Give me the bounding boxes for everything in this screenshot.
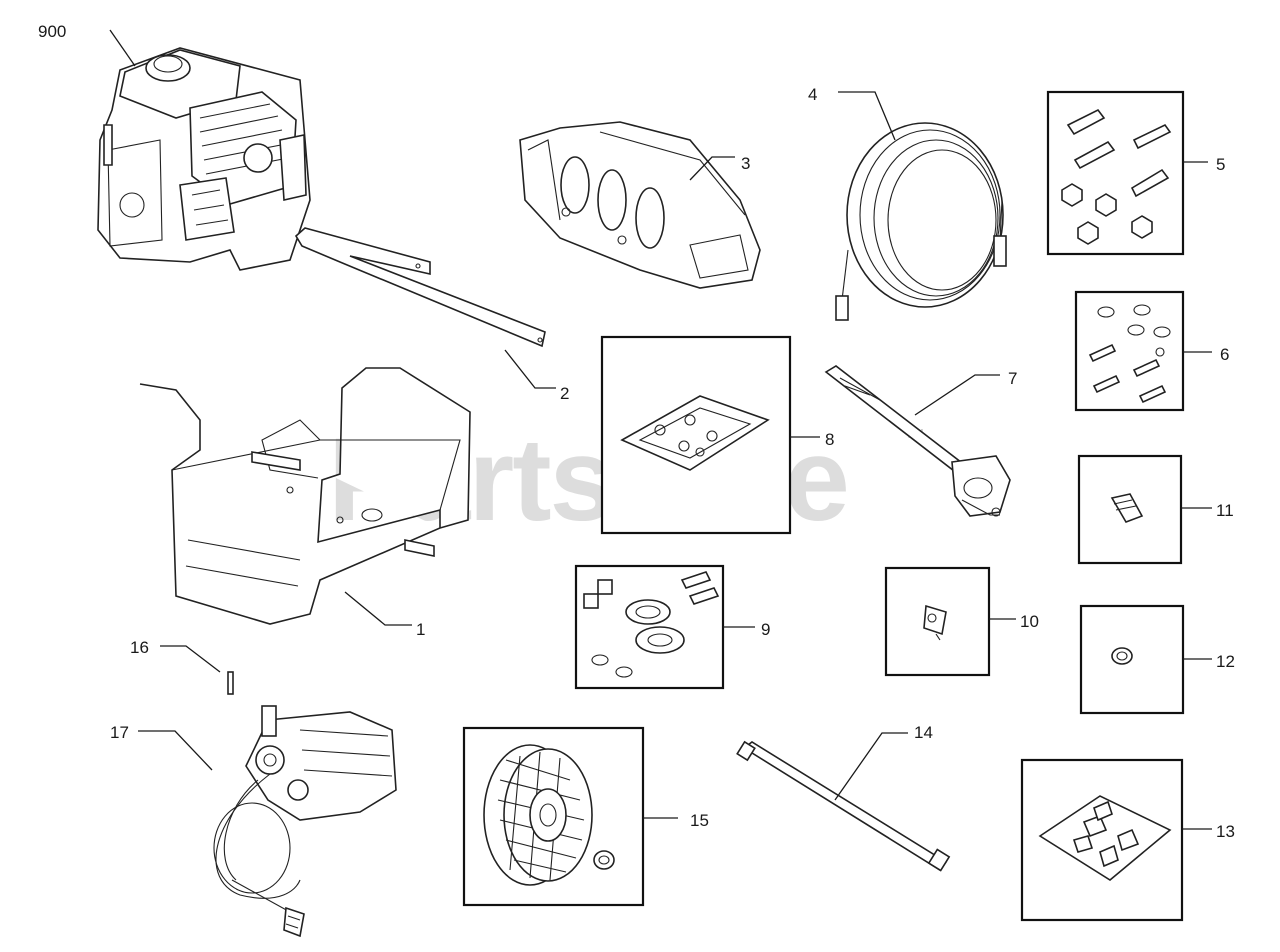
- part-1-frame[interactable]: [139, 367, 471, 625]
- part-12-cap[interactable]: [1079, 604, 1185, 715]
- part-9-wheel-hardware[interactable]: [574, 564, 725, 690]
- leader-1: [344, 591, 412, 626]
- part-13-nozzle-kit[interactable]: [1020, 758, 1184, 922]
- callout-5: 5: [1216, 155, 1225, 174]
- callout-16: 16: [130, 638, 149, 657]
- callout-13: 13: [1216, 822, 1235, 841]
- part-2-handle[interactable]: [294, 227, 546, 348]
- leader-3: [689, 156, 735, 181]
- callout-14: 14: [914, 723, 933, 742]
- callout-12: 12: [1216, 652, 1235, 671]
- part-10-fitting[interactable]: [884, 566, 991, 677]
- callout-6: 6: [1220, 345, 1229, 364]
- leader-16: [160, 645, 221, 673]
- callout-2: 2: [560, 384, 569, 403]
- callout-11: 11: [1216, 501, 1234, 520]
- part-900-engine[interactable]: [97, 47, 311, 271]
- part-17-pump[interactable]: [213, 705, 397, 938]
- callout-9: 9: [761, 620, 770, 639]
- callout-900: 900: [38, 22, 66, 41]
- part-14-spray-wand[interactable]: [736, 740, 951, 872]
- part-6-hardware-kit[interactable]: [1074, 290, 1185, 412]
- leader-14: [834, 732, 908, 801]
- part-4-hose[interactable]: [835, 122, 1007, 321]
- part-5-bolt-kit[interactable]: [1046, 90, 1185, 256]
- leader-900: [109, 29, 136, 67]
- callout-15: 15: [690, 811, 709, 830]
- part-8-decal-kit[interactable]: [600, 335, 792, 535]
- callout-4: 4: [808, 85, 817, 104]
- callout-1: 1: [416, 620, 425, 639]
- callout-10: 10: [1020, 612, 1039, 631]
- leader-7: [914, 374, 1000, 416]
- callout-8: 8: [825, 430, 834, 449]
- callout-3: 3: [741, 154, 750, 173]
- part-11-quick-coupler[interactable]: [1077, 454, 1183, 565]
- leader-2: [504, 349, 556, 389]
- part-16-pin[interactable]: [227, 671, 234, 695]
- part-3-shroud[interactable]: [519, 121, 761, 289]
- leader-4: [838, 91, 896, 141]
- callout-17: 17: [110, 723, 129, 742]
- part-15-wheel[interactable]: [462, 726, 645, 907]
- callout-7: 7: [1008, 369, 1017, 388]
- part-7-spray-gun[interactable]: [824, 365, 1011, 517]
- leader-17: [138, 730, 213, 771]
